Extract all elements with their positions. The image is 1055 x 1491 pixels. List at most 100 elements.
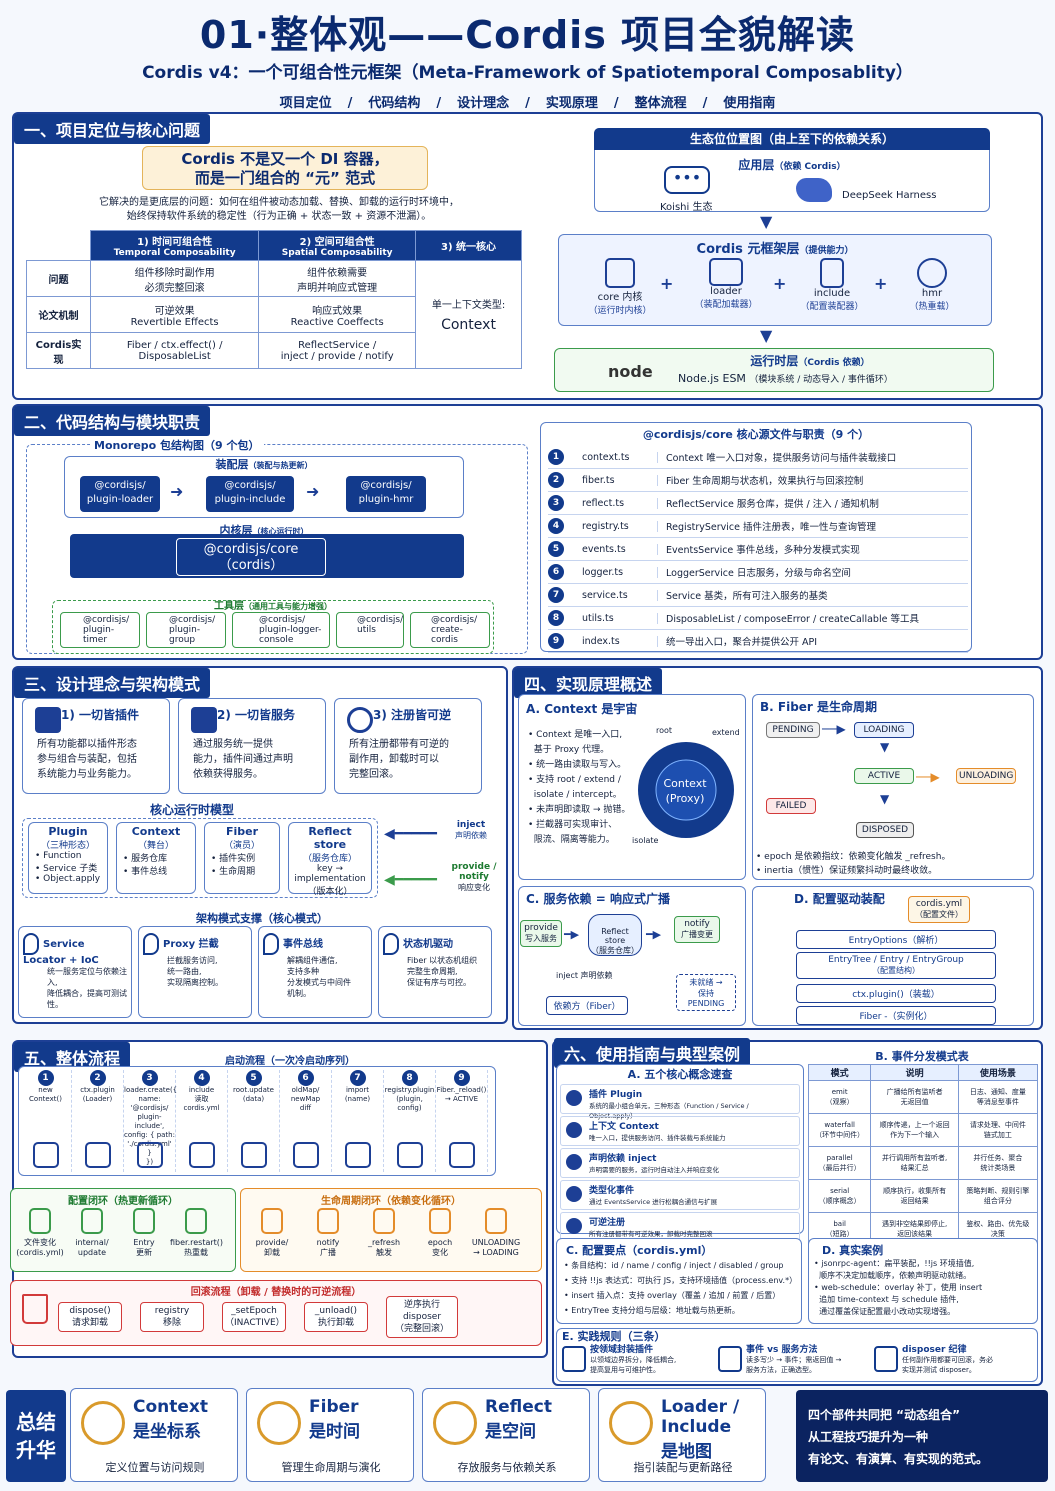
model-title: Context [131,825,181,838]
layers-icon [191,707,217,733]
context-bullet: 限流、隔离等能力。 [528,835,615,845]
rule-card: disposer 纪律任何副作用都要可回滚，务必实现并测试 disposer。 [872,1342,1028,1375]
lifecycle-loop-title: 生命周期闭环（依赖变化循环） [321,1196,461,1207]
model-sub: （舞台） [137,841,174,851]
loop-step-icon [29,1208,51,1234]
pattern-icon [23,933,39,955]
file-desc: ReflectService 服务仓库，提供 / 注入 / 通知机制 [666,499,879,510]
model-line: • Function [35,851,82,861]
yml-sub: （配置文件） [915,910,963,919]
nav-item[interactable]: 整体流程 [634,96,687,111]
meta-item-sub: （装配加载器） [694,300,758,310]
loop-step-line: 广播 [320,1248,336,1257]
concept-title: 插件 Plugin [589,1090,643,1100]
meta-sub: （提供能力） [799,246,854,256]
rollback-step: dispose()请求卸载 [58,1302,122,1332]
rule-line: 提高复用与可维护性。 [590,1366,660,1374]
boot-step-num: 9 [453,1070,470,1086]
loop-step-line: notify [316,1238,340,1247]
boot-step-line: cordis.yml [183,1104,220,1112]
inject-label: inject [456,820,486,830]
pattern-line: 支持多种 [287,967,319,976]
nav-item[interactable]: 使用指南 [723,96,776,111]
pattern-line: Fiber 以状态机组织 [407,956,478,965]
boot-step-icon [293,1142,319,1168]
boot-step-num: 3 [141,1070,158,1086]
file-num: 1 [548,449,564,465]
rollback-title: 回滚流程（卸载 / 替换时的可逆流程） [190,1287,362,1298]
file-num: 6 [548,564,564,580]
pkg-plugin-loader: @cordisjs/ plugin-loader [80,476,160,512]
dispatch-line: 无返回值 [900,1098,929,1106]
loop-step-line: fiber.restart() [170,1238,224,1247]
pkg-plugin-hmr: @cordisjs/ plugin-hmr [346,476,426,512]
panel-rules [556,1328,1038,1382]
rollback-step: _setEpoch（INACTIVE） [222,1302,286,1332]
file-name: index.ts [582,635,658,647]
rollback-line: disposer [402,1312,442,1322]
meta-item-loader: loader（装配加载器） [686,258,766,310]
loop-step-line: UNLOADING [471,1238,521,1247]
cell-line: ReflectService / [298,339,377,351]
state-loading: LOADING [854,722,914,738]
model-title: Reflect store [308,825,352,851]
arrow-right-icon: ━▶ [646,928,662,941]
model-line: • 生命周期 [211,867,256,877]
model-title: Fiber [225,825,259,838]
nav-item[interactable]: 代码结构 [368,96,421,111]
model-line: • Object.apply [35,874,101,884]
panel-a-title: A. Context 是宇宙 [526,702,638,716]
runtime-layer-label: 运行时层（Cordis 依赖） [660,352,960,369]
model-context: Context（舞台）• 服务仓库• 事件总线 [116,822,196,894]
rules-row: 按领域封装插件以领域边界拆分，降低耦合,提高复用与可维护性。事件 vs 服务方法… [560,1342,1038,1375]
dispatch-line: （顺序概念） [818,1197,861,1205]
core-alias: （cordis） [218,558,284,573]
principle-line: 副作用，卸载时可以 [349,754,439,765]
page-title: 01·整体观——Cordis 项目全貌解读 [199,13,856,57]
loop-step-icon [317,1208,339,1234]
boot-step-icon [85,1142,111,1168]
boot-step-icon [241,1142,267,1168]
pattern-title: Service Locator + IoC [23,939,99,966]
file-num: 2 [548,472,564,488]
cell-line: 组件移除时副作用 [134,267,215,279]
file-name: logger.ts [582,566,658,578]
cases-list: • jsonrpc-agent：扁平装配，!!js 环境插值, 顺序不决定加载顺… [814,1258,1040,1318]
rollback-line: 逆序执行 [403,1300,440,1310]
dispatch-cell: 并行调用所有监听者,结果汇总 [870,1146,959,1180]
principle-2: 2) 一切皆服务通过服务统一提供能力，插件间通过声明依赖获得服务。 [178,698,326,794]
file-desc: LoggerService 日志服务，分级与命名空间 [666,568,851,579]
file-desc: Fiber 生命周期与状态机，效果执行与回滚控制 [666,476,864,487]
th-line: Spatial Composability [281,248,393,258]
dispatch-line: 顺序执行，收集所有 [883,1187,947,1195]
context-bullet: 基于 Proxy 代理。 [528,745,610,755]
dispatch-cell: serial（顺序概念） [807,1179,872,1213]
cell-line: 组件依赖需要 [307,267,368,279]
label-isolate: isolate [632,836,659,845]
nav-sep: / [702,96,708,111]
pkg-create-cordis: @cordisjs/ create-cordis [410,612,490,648]
nav-item[interactable]: 设计理念 [457,96,510,111]
nav-item[interactable]: 项目定位 [279,96,332,111]
pattern-line: 统一路由, [167,967,202,976]
cell-line: 单一上下文类型: [431,300,506,311]
cell-line: DisposableList [138,350,211,362]
yml-text: cordis.yml [915,899,963,909]
summary-sub: 是时间 [309,1422,360,1442]
runtime-model-title: 核心运行时模型 [149,803,234,817]
pattern-title: 事件总线 [283,939,323,950]
loop-step-line: 变化 [432,1248,448,1257]
nav-item[interactable]: 实现原理 [545,96,598,111]
concept-desc: 通过 EventsService 进行松耦合通信与扩展 [589,1198,718,1206]
